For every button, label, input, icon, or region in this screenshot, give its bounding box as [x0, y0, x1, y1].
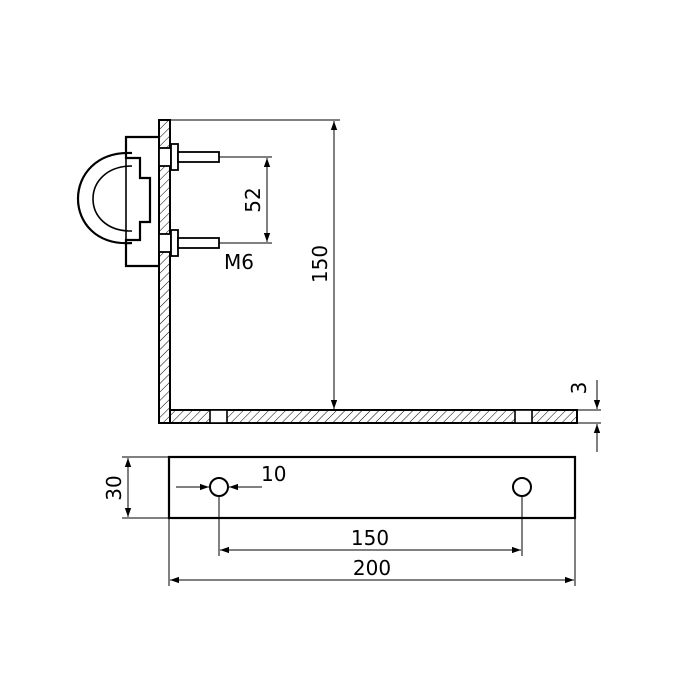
dim-bolt-spacing: 52: [219, 156, 272, 244]
dim-hole-diameter: 10: [176, 462, 286, 491]
clamp-block: [124, 135, 159, 268]
side-view: 52 M6 150 3: [76, 119, 601, 452]
bottom-view: 30 10 150 200: [102, 455, 577, 586]
horizontal-leg: [169, 409, 578, 424]
bolt-lower: [158, 229, 220, 257]
dim-label-30: 30: [102, 475, 126, 500]
dim-label-10: 10: [261, 462, 286, 486]
dim-hole-spacing: 150: [218, 496, 523, 556]
u-clamp: [76, 135, 220, 268]
bolt-upper: [158, 143, 220, 171]
mounting-hole-left: [209, 477, 229, 497]
dim-width: 30: [102, 456, 169, 519]
thread-label: M6: [224, 250, 254, 274]
dim-label-150-vertical: 150: [308, 245, 332, 283]
mounting-hole-right: [512, 477, 532, 497]
hole-section-left: [209, 409, 228, 424]
dim-label-52: 52: [241, 187, 265, 212]
u-bolt-outer: [76, 151, 133, 245]
dim-height: 150: [170, 119, 340, 409]
dim-label-150-horizontal: 150: [351, 526, 389, 550]
dim-length: 200: [168, 518, 576, 586]
dim-label-3: 3: [567, 382, 591, 395]
dim-label-200: 200: [353, 556, 391, 580]
u-bolt-inner: [92, 165, 133, 232]
vertical-leg: [158, 119, 171, 424]
dim-thickness: 3: [567, 380, 601, 452]
hole-section-right: [514, 409, 533, 424]
